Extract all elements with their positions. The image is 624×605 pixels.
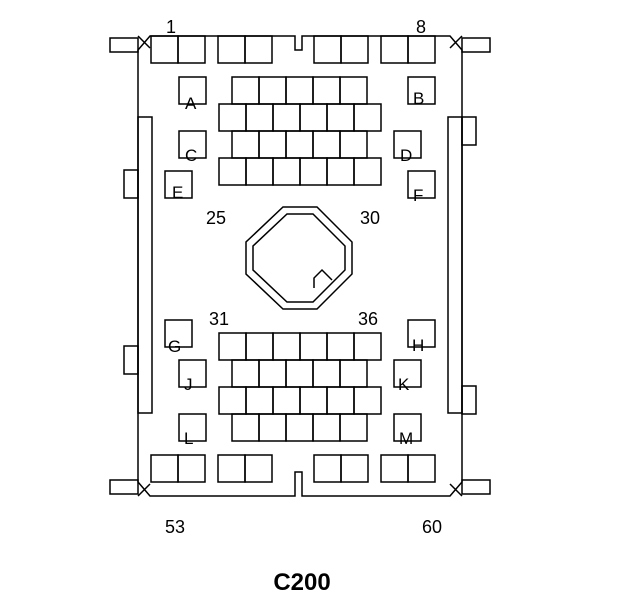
cavity-label-K: K xyxy=(398,375,410,394)
side-latch-left-upper xyxy=(123,169,139,199)
cavity-K xyxy=(393,359,422,388)
cavity-H xyxy=(407,319,436,348)
mount-tab-bottom-left xyxy=(109,479,139,495)
center-key-outer xyxy=(245,206,353,310)
side-latch-right-lower xyxy=(461,385,477,415)
center-key-notch xyxy=(313,268,333,288)
pin-label-31: 31 xyxy=(209,309,229,329)
cavity-label-G: G xyxy=(168,337,181,356)
mount-tab-bottom-right xyxy=(461,479,491,495)
side-latch-left-lower xyxy=(123,345,139,375)
cavity-label-F: F xyxy=(413,186,423,205)
cavity-L xyxy=(178,413,207,442)
side-latch-right-upper xyxy=(461,116,477,146)
pin-label-1: 1 xyxy=(166,17,176,37)
cavity-C xyxy=(178,130,207,159)
cavity-label-H: H xyxy=(412,336,424,355)
side-rail-left xyxy=(137,116,153,414)
cavity-label-L: L xyxy=(184,429,193,448)
pin-label-30: 30 xyxy=(360,208,380,228)
cavity-label-A: A xyxy=(185,94,197,113)
cavity-row-top xyxy=(150,35,436,64)
pin-label-60: 60 xyxy=(422,517,442,537)
cavity-label-C: C xyxy=(185,146,197,165)
cavity-block-upper xyxy=(218,76,382,186)
cavity-F xyxy=(407,170,436,199)
side-rail-right xyxy=(447,116,463,414)
cavity-label-J: J xyxy=(184,375,193,394)
pin-label-8: 8 xyxy=(416,17,426,37)
cavity-label-D: D xyxy=(400,146,412,165)
mount-tab-top-left xyxy=(109,37,139,53)
cavity-label-B: B xyxy=(413,89,424,108)
cavity-label-M: M xyxy=(399,429,413,448)
center-key-inner xyxy=(252,213,346,303)
pin-label-36: 36 xyxy=(358,309,378,329)
cavity-E xyxy=(164,170,193,199)
cavity-row-bottom xyxy=(150,454,436,483)
cavity-B xyxy=(407,76,436,105)
housing-outline xyxy=(137,35,463,497)
mount-tab-top-right xyxy=(461,37,491,53)
pin-label-25: 25 xyxy=(206,208,226,228)
connector-title: C200 xyxy=(273,569,330,596)
cavity-M xyxy=(393,413,422,442)
cavity-J xyxy=(178,359,207,388)
cavity-D xyxy=(393,130,422,159)
cavity-block-lower xyxy=(218,332,382,442)
cavity-A xyxy=(178,76,207,105)
cavity-G xyxy=(164,319,193,348)
pin-label-53: 53 xyxy=(165,517,185,537)
cavity-label-E: E xyxy=(172,183,183,202)
